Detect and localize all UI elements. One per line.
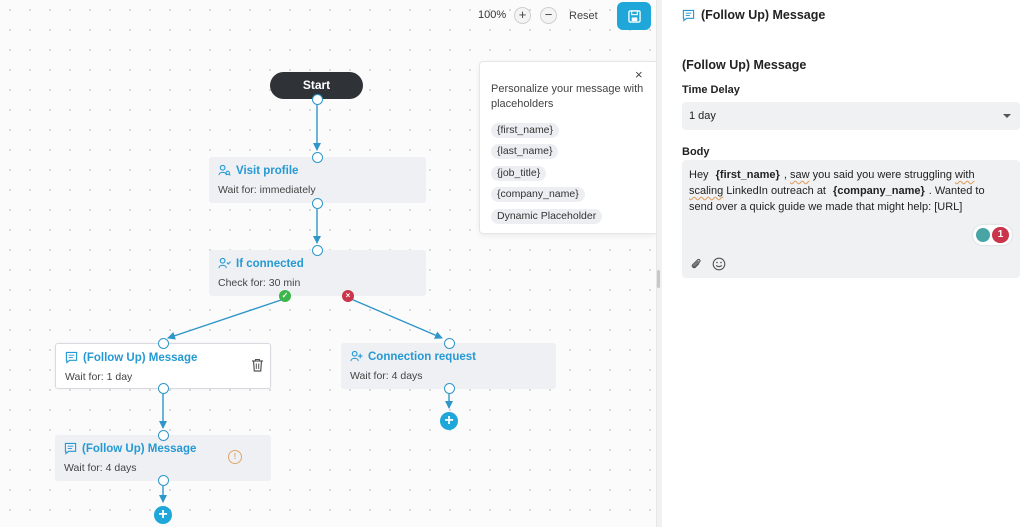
no-branch-icon[interactable]: × bbox=[342, 290, 354, 302]
placeholder-chip-last-name[interactable]: {last_name} bbox=[491, 144, 559, 159]
reset-button[interactable]: Reset bbox=[569, 10, 598, 22]
placeholder-chip-first-name[interactable]: {first_name} bbox=[491, 123, 560, 138]
node-follow-up-1-subtitle: Wait for: 1 day bbox=[65, 371, 133, 383]
edge-yes-followup bbox=[167, 298, 285, 340]
message-body-editor[interactable]: Hey {first_name}, saw you said you were … bbox=[682, 160, 1020, 278]
panel-header: (Follow Up) Message bbox=[682, 8, 825, 22]
save-button[interactable] bbox=[617, 2, 651, 30]
save-icon bbox=[627, 9, 641, 23]
visit-profile-input-port[interactable] bbox=[312, 152, 323, 163]
body-text-segment: , bbox=[783, 169, 790, 181]
body-placeholder-company-name[interactable]: {company_name} bbox=[833, 185, 925, 197]
chevron-down-icon bbox=[1003, 114, 1011, 118]
message-icon bbox=[65, 351, 78, 364]
zoom-in-button[interactable]: + bbox=[514, 7, 531, 24]
body-text-segment: . Wanted to send over a quick guide we m… bbox=[689, 185, 985, 213]
node-connection-request[interactable]: Connection request Wait for: 4 days bbox=[341, 343, 556, 389]
placeholder-popup: × Personalize your message with placehol… bbox=[479, 61, 656, 234]
node-if-connected-subtitle: Check for: 30 min bbox=[218, 277, 301, 289]
placeholder-popup-description: Personalize your message with placeholde… bbox=[491, 83, 644, 110]
panel-divider[interactable] bbox=[656, 0, 662, 527]
panel-title: (Follow Up) Message bbox=[682, 58, 807, 72]
warning-icon[interactable]: ! bbox=[228, 450, 242, 464]
node-connection-request-subtitle: Wait for: 4 days bbox=[350, 370, 423, 382]
node-connection-request-title: Connection request bbox=[368, 350, 476, 363]
emoji-icon[interactable] bbox=[712, 257, 726, 271]
writing-assistant-badge[interactable]: 1 bbox=[973, 225, 1012, 245]
zoom-out-button[interactable]: − bbox=[540, 7, 557, 24]
time-delay-value: 1 day bbox=[689, 110, 716, 122]
paperclip-icon[interactable] bbox=[689, 257, 703, 271]
lightbulb-icon bbox=[976, 228, 990, 242]
connection-request-input-port[interactable] bbox=[444, 338, 455, 349]
message-body-text[interactable]: Hey {first_name}, saw you said you were … bbox=[689, 167, 1007, 215]
time-delay-select[interactable]: 1 day bbox=[682, 102, 1020, 130]
node-if-connected-title-row: If connected bbox=[218, 257, 304, 270]
node-visit-profile[interactable]: Visit profile Wait for: immediately bbox=[209, 157, 426, 203]
node-follow-up-1-title: (Follow Up) Message bbox=[83, 351, 198, 364]
add-step-button-follow-up[interactable]: + bbox=[154, 506, 172, 524]
follow-up-1-input-port[interactable] bbox=[158, 338, 169, 349]
visit-profile-output-port[interactable] bbox=[312, 198, 323, 209]
placeholder-chip-dynamic[interactable]: Dynamic Placeholder bbox=[491, 209, 603, 224]
body-spellcheck-word[interactable]: with scaling bbox=[689, 169, 975, 197]
user-plus-icon bbox=[350, 350, 363, 362]
flow-canvas[interactable]: 100% + − Reset Start Visit profile Wait … bbox=[0, 0, 656, 527]
follow-up-1-output-port[interactable] bbox=[158, 383, 169, 394]
yes-branch-icon[interactable]: ✓ bbox=[279, 290, 291, 302]
message-icon bbox=[682, 9, 695, 22]
resize-handle[interactable] bbox=[657, 270, 660, 288]
suggestion-count: 1 bbox=[992, 227, 1009, 243]
close-icon[interactable]: × bbox=[635, 67, 643, 82]
zoom-level: 100% bbox=[478, 9, 507, 21]
body-text-segment: LinkedIn outreach at bbox=[723, 185, 830, 197]
placeholder-chip-job-title[interactable]: {job_title} bbox=[491, 166, 547, 181]
user-search-icon bbox=[218, 164, 231, 176]
message-icon bbox=[64, 442, 77, 455]
node-connection-request-title-row: Connection request bbox=[350, 350, 476, 363]
flow-edges bbox=[159, 104, 453, 503]
node-follow-up-message-1[interactable]: (Follow Up) Message Wait for: 1 day bbox=[55, 343, 271, 389]
node-visit-profile-title: Visit profile bbox=[236, 164, 299, 177]
connection-request-output-port[interactable] bbox=[444, 383, 455, 394]
panel-header-title: (Follow Up) Message bbox=[701, 8, 826, 22]
node-follow-up-1-title-row: (Follow Up) Message bbox=[65, 351, 197, 364]
node-if-connected-title: If connected bbox=[236, 257, 304, 270]
node-follow-up-2-subtitle: Wait for: 4 days bbox=[64, 462, 137, 474]
user-check-icon bbox=[218, 257, 231, 269]
placeholder-chip-company-name[interactable]: {company_name} bbox=[491, 187, 585, 202]
time-delay-label: Time Delay bbox=[682, 84, 740, 96]
node-if-connected[interactable]: If connected Check for: 30 min bbox=[209, 250, 426, 296]
node-follow-up-2-title-row: (Follow Up) Message bbox=[64, 442, 196, 455]
trash-icon[interactable] bbox=[251, 358, 264, 372]
follow-up-2-input-port[interactable] bbox=[158, 430, 169, 441]
body-text-segment: Hey bbox=[689, 169, 712, 181]
if-connected-input-port[interactable] bbox=[312, 245, 323, 256]
add-step-button-connection[interactable]: + bbox=[440, 412, 458, 430]
step-settings-panel: (Follow Up) Message (Follow Up) Message … bbox=[662, 0, 1024, 527]
body-text-segment: you said you were struggling bbox=[809, 169, 956, 181]
start-output-port[interactable] bbox=[312, 94, 323, 105]
follow-up-2-output-port[interactable] bbox=[158, 475, 169, 486]
body-label: Body bbox=[682, 146, 710, 158]
body-spellcheck-word[interactable]: saw bbox=[789, 169, 810, 181]
edge-no-connection bbox=[350, 298, 443, 339]
node-visit-profile-subtitle: Wait for: immediately bbox=[218, 184, 316, 196]
node-follow-up-2-title: (Follow Up) Message bbox=[82, 442, 197, 455]
body-placeholder-first-name[interactable]: {first_name} bbox=[715, 169, 780, 181]
node-visit-profile-title-row: Visit profile bbox=[218, 164, 298, 177]
